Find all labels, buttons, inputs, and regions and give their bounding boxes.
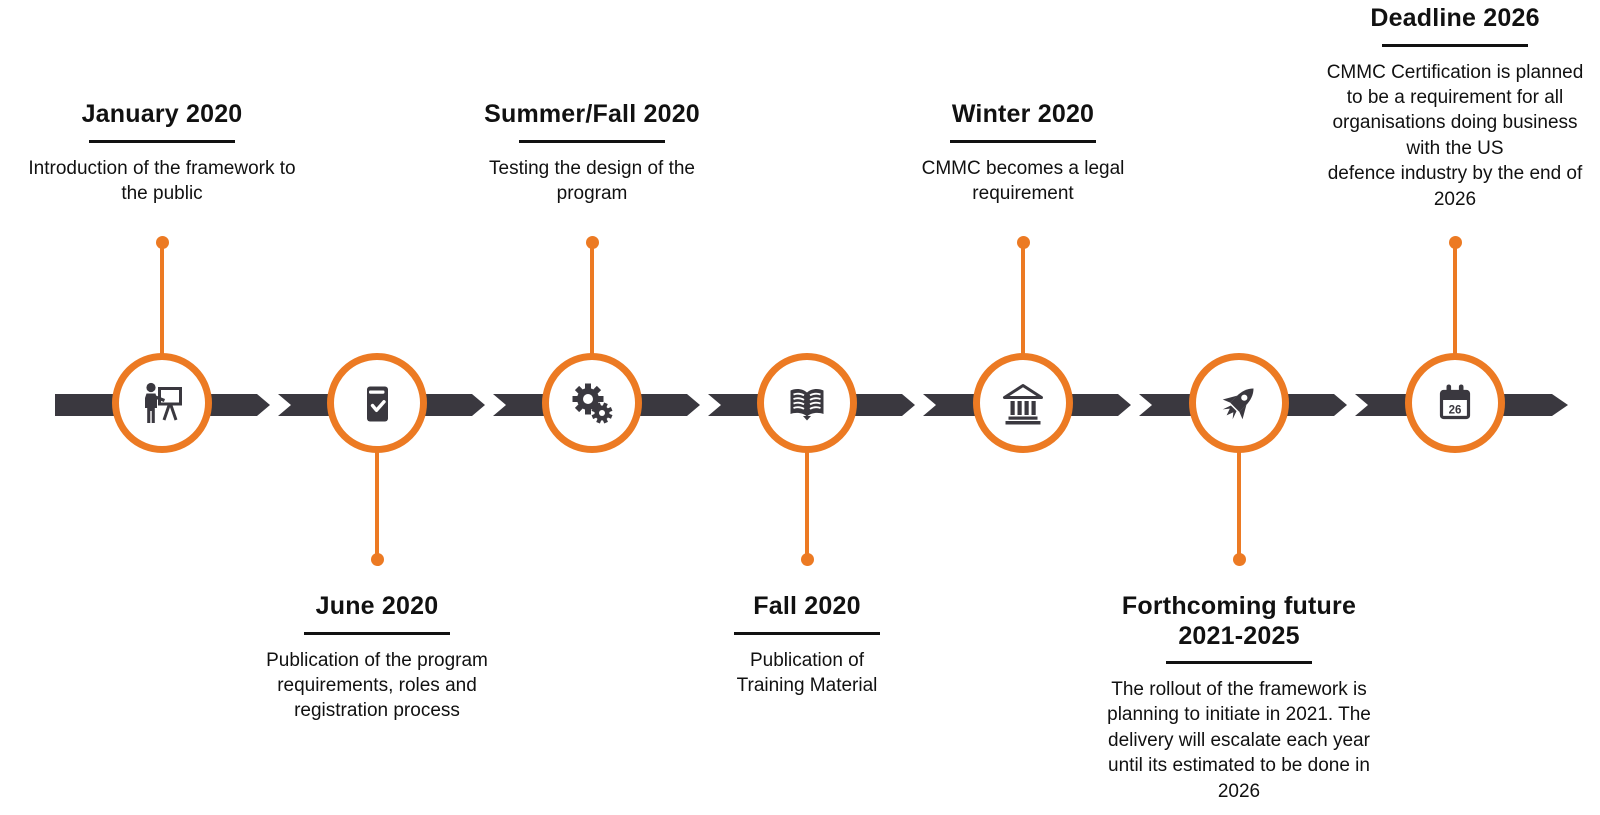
milestone-description: The rollout of the framework is planning… (1107, 679, 1371, 802)
connector-line (375, 452, 379, 558)
connector-dot (1016, 236, 1030, 249)
calendar-day-text: 26 (1449, 405, 1462, 417)
milestone-description: Publication of Training Material (736, 649, 878, 696)
connector-line (1021, 246, 1025, 354)
connector-line (1237, 452, 1241, 558)
gears-icon (572, 383, 613, 424)
milestone-circle-january-2020 (112, 353, 212, 453)
connector-line (1453, 246, 1457, 354)
title-underline (1166, 661, 1312, 664)
connector-dot (1232, 553, 1246, 566)
milestone-label-june-2020: June 2020 Publication of the program req… (217, 592, 537, 724)
milestone-title: Winter 2020 (951, 100, 1095, 128)
connector-dot (585, 236, 599, 249)
title-underline (519, 139, 665, 143)
connector-dot (370, 553, 384, 566)
milestone-description: Introduction of the framework to the pub… (28, 157, 296, 204)
milestone-circle-fall-2020 (757, 353, 857, 453)
milestone-title: January 2020 (81, 100, 243, 128)
milestone-label-fall-2020: Fall 2020 Publication of Training Materi… (677, 592, 937, 698)
milestone-title: Summer/Fall 2020 (484, 100, 700, 128)
title-underline (89, 139, 235, 143)
milestone-description: Publication of the program requirements,… (266, 649, 488, 722)
milestone-circle-summer-fall-2020 (542, 353, 642, 453)
bank-icon (1003, 384, 1043, 425)
milestone-title: Forthcoming future 2021-2025 (1121, 592, 1357, 650)
milestone-description: CMMC becomes a legal requirement (921, 157, 1125, 204)
milestone-title: Deadline 2026 (1370, 4, 1540, 32)
milestone-label-summer-fall-2020: Summer/Fall 2020 Testing the design of t… (432, 100, 752, 206)
presenter-board-icon (145, 382, 182, 423)
title-underline (304, 631, 450, 635)
milestone-label-january-2020: January 2020 Introduction of the framewo… (2, 100, 322, 206)
milestone-title: Fall 2020 (753, 592, 861, 620)
connector-line (805, 452, 809, 558)
connector-dot (1448, 236, 1462, 249)
connector-dot (155, 236, 169, 249)
connector-dot (800, 553, 814, 566)
milestone-circle-winter-2020 (973, 353, 1073, 453)
title-underline (1382, 43, 1528, 47)
rocket-icon (1222, 388, 1254, 420)
title-underline (734, 631, 880, 635)
connector-line (590, 246, 594, 354)
milestone-description: CMMC Certification is planned to be a re… (1326, 61, 1584, 210)
milestone-circle-deadline-2026: 26 (1405, 353, 1505, 453)
book-checkmark-icon (367, 386, 388, 422)
connector-line (160, 246, 164, 354)
milestone-label-winter-2020: Winter 2020 CMMC becomes a legal require… (873, 100, 1173, 206)
milestone-title: June 2020 (315, 592, 439, 620)
open-book-icon (790, 388, 824, 421)
title-underline (950, 139, 1096, 143)
milestone-label-deadline-2026: Deadline 2026 CMMC Certification is plan… (1292, 4, 1600, 212)
calendar-icon: 26 (1439, 384, 1471, 420)
milestone-description: Testing the design of the program (489, 157, 695, 204)
milestone-circle-forthcoming-future (1189, 353, 1289, 453)
milestone-label-forthcoming-future: Forthcoming future 2021-2025 The rollout… (1069, 592, 1409, 804)
milestone-circle-june-2020 (327, 353, 427, 453)
